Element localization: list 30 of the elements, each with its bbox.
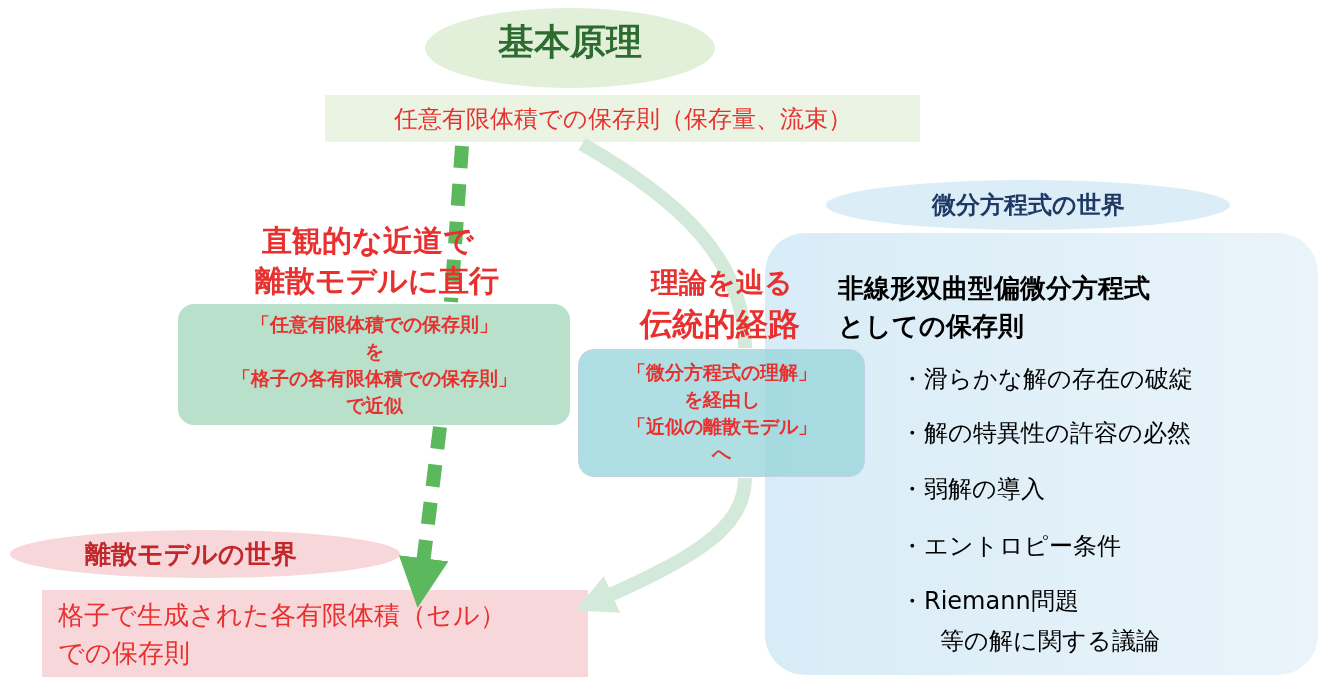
route-label: 理論を辿る: [651, 265, 793, 301]
node-text: 「任意有限体積での保存則」: [250, 311, 498, 337]
approximation-box: [178, 304, 570, 425]
node-text: 基本原理: [498, 20, 642, 64]
panel-heading: 非線形双曲型偏微分方程式としての保存則: [838, 272, 1151, 343]
node-text: 格子で生成された各有限体積（セル）での保存則: [58, 598, 507, 670]
node-text: へ: [712, 441, 731, 466]
node-text: 「微分方程式の理解」: [626, 360, 817, 385]
node-text: 「近似の離散モデル」: [626, 414, 817, 439]
arrow: [398, 426, 449, 608]
principle-box: [325, 95, 920, 142]
bullet-text: ・Riemann問題: [900, 586, 1079, 617]
route-label: 直観的な近道で: [262, 222, 474, 260]
node-text: 離散モデルの世界: [85, 537, 297, 571]
bullet-text: ・弱解の導入: [900, 474, 1045, 505]
arrow: [575, 477, 752, 613]
conservation-box: [42, 590, 588, 677]
node-text: を経由し: [683, 387, 760, 412]
node-text: 任意有限体積での保存則（保存量、流束）: [393, 103, 852, 135]
node-text: 「格子の各有限体積での保存則」: [231, 365, 517, 391]
bullet-text: ・滑らかな解の存在の破綻: [900, 364, 1193, 395]
bullet-text: 等の解に関する議論: [940, 626, 1160, 657]
route-label: 離散モデルに直行: [255, 262, 499, 300]
node-text: 微分方程式の世界: [931, 190, 1125, 221]
route-label: 伝統的経路: [640, 304, 800, 345]
node-text: で近似: [345, 392, 403, 418]
bullet-text: ・エントロピー条件: [900, 531, 1121, 562]
bullet-text: ・解の特異性の許容の必然: [900, 418, 1191, 449]
route-box: [578, 349, 865, 477]
node-text: を: [364, 338, 384, 364]
